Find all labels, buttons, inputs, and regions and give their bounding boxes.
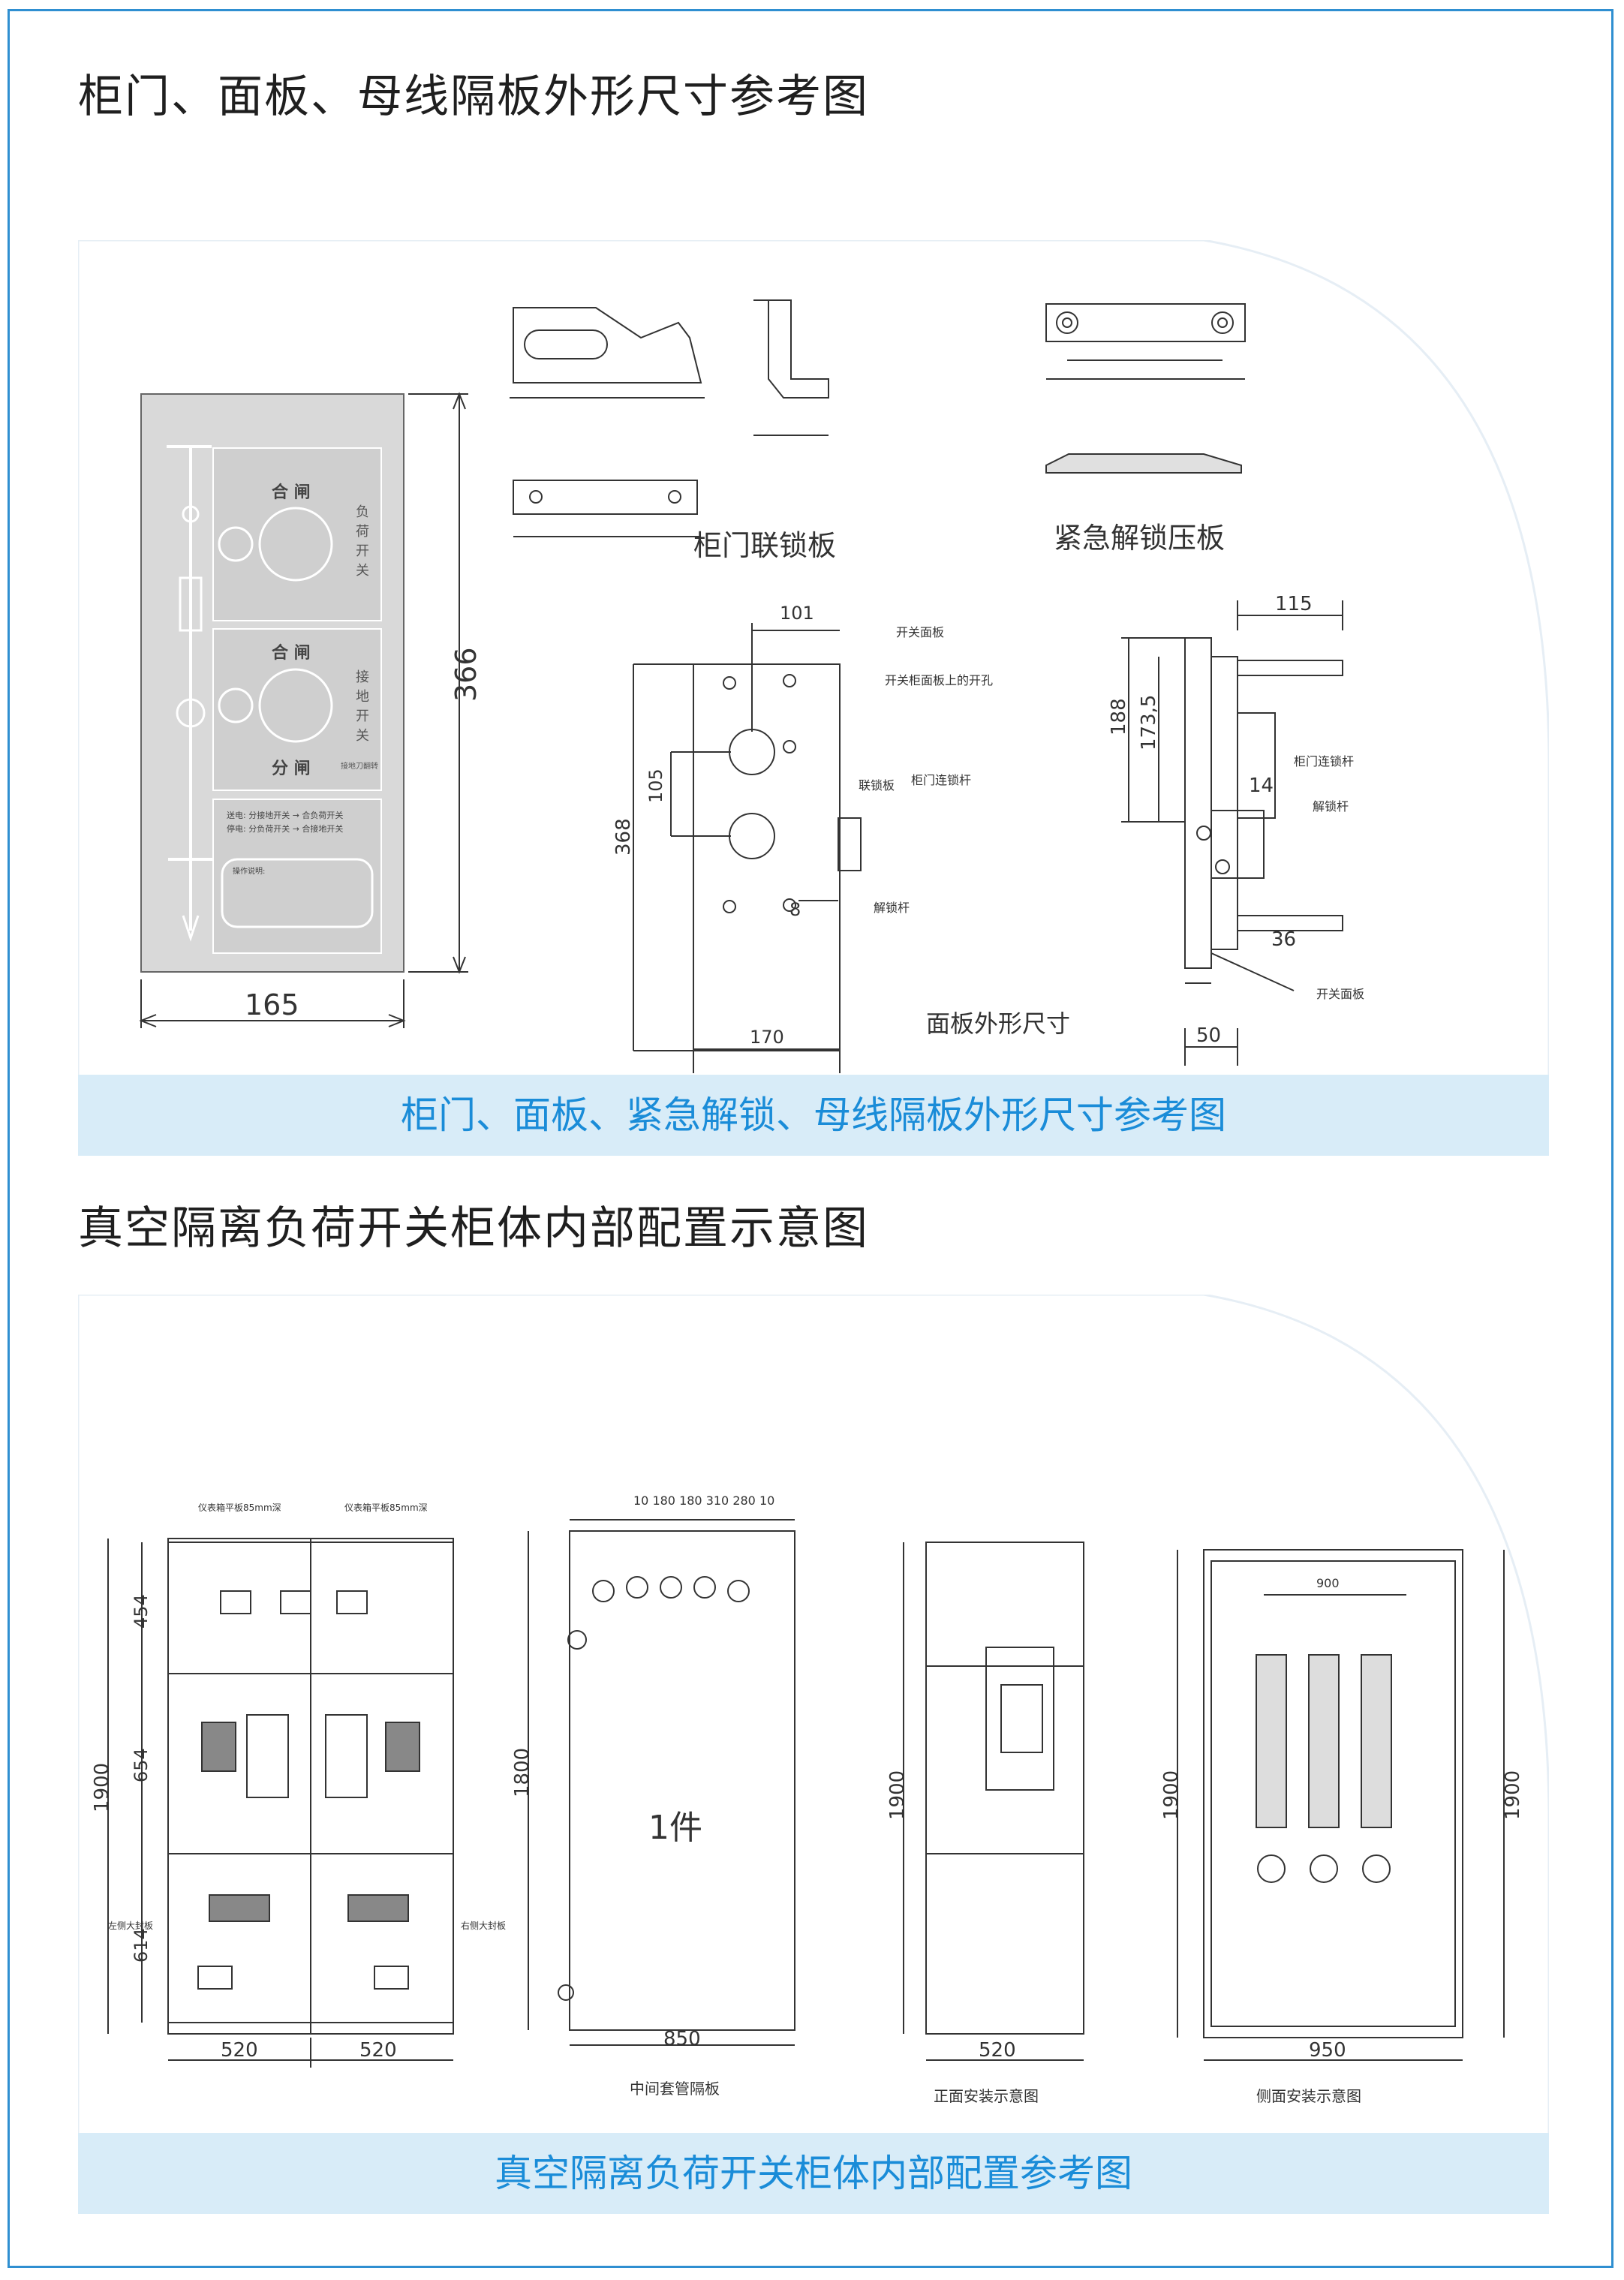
dim-14: 14 [1249,775,1274,797]
middle-plate-label: 中间套管隔板 [630,2080,720,2098]
interlock-plate-label: 柜门联锁板 [693,529,836,562]
door-note-small: 接地刀翻转 [341,763,378,771]
side-install-label: 侧面安装示意图 [1256,2087,1361,2105]
page-frame [8,9,1613,2268]
dim-36: 36 [1271,928,1296,951]
front-install-drawing [903,1542,1084,2061]
dim-8: 8 [789,899,801,920]
side-install-drawing [1177,1549,1505,2061]
panel-outline-label: 面板外形尺寸 [926,1009,1070,1038]
dim-50: 50 [1196,1024,1221,1047]
callout-side-door-rod: 柜门连锁杆 [1294,754,1354,769]
mp-dim-1800: 1800 [511,1748,534,1797]
door-close-label-2: 合 闸 [272,644,311,663]
callout-panel-hole: 开关柜面板上的开孔 [885,673,993,687]
legend-line-1: 送电: 分接地开关 → 合负荷开关 [227,811,344,820]
section2-card: 1900 454 654 614 520 520 仪表箱平板85mm深 仪表箱平… [78,1295,1549,2214]
callout-release-rod: 解锁杆 [874,901,910,915]
section2-caption: 真空隔离负荷开关柜体内部配置参考图 [78,2133,1549,2214]
fv-top-label-1: 仪表箱平板85mm深 [198,1502,281,1513]
fi-dim-1900: 1900 [886,1770,909,1820]
door-height-dim: 366 [450,647,483,702]
callout-switch-panel: 开关面板 [896,625,944,639]
si-dim-1900-left: 1900 [1160,1770,1183,1820]
ground-switch-vertical: 接地开关 [356,669,369,744]
fv-dim-520-b: 520 [359,2039,397,2062]
door-width-dim: 165 [245,988,299,1021]
fv-dim-654: 654 [131,1748,152,1782]
si-dim-950: 950 [1309,2039,1346,2062]
callout-side-release: 解锁杆 [1313,799,1349,814]
si-dim-1900-right: 1900 [1502,1770,1524,1820]
interlock-plate-drawing [510,299,829,537]
door-close-label: 合 闸 [272,483,311,502]
door-panel [139,392,468,1028]
door-open-label: 分 闸 [272,759,311,778]
section2-title: 真空隔离负荷开关柜体内部配置示意图 [78,1202,869,1255]
fv-dim-454: 454 [131,1594,152,1629]
legend-line-2: 停电: 分负荷开关 → 合接地开关 [227,824,344,834]
dim-115: 115 [1275,593,1313,615]
load-switch-vertical: 负荷开关 [356,504,369,579]
fv-side-label-left: 左侧大封板 [108,1920,153,1931]
callout-door-rod: 柜门连锁杆 [911,773,971,787]
mp-dim-850: 850 [663,2028,701,2050]
fv-dim-614: 614 [131,1928,152,1963]
section1-drawings: 366 165 柜门联锁板 紧急解锁压板 面板外形尺寸 101 105 368 … [139,299,1364,1073]
callout-side-panel: 开关面板 [1316,987,1364,1001]
section1-title: 柜门、面板、母线隔板外形尺寸参考图 [78,71,869,123]
dim-105: 105 [645,769,666,803]
side-view-drawing [1121,600,1343,1066]
fv-side-label-right: 右侧大封板 [461,1920,506,1931]
emergency-plate-drawing [1045,303,1246,474]
dim-188: 188 [1108,698,1130,735]
si-dim-900: 900 [1316,1576,1340,1590]
section2-card-outline [78,1295,1549,2214]
fv-dim-1900: 1900 [91,1763,113,1812]
front-view-drawing [107,1538,454,2068]
panel-outline-drawing [633,623,862,1073]
fi-dim-520: 520 [979,2039,1016,2062]
mp-top-dims: 10 180 180 310 280 10 [633,1493,774,1508]
dim-170: 170 [750,1027,784,1048]
warning-title: 操作说明: [233,868,266,876]
middle-plate-drawing [528,1519,795,2046]
dim-368: 368 [612,818,635,856]
section2-drawings: 1900 454 654 614 520 520 仪表箱平板85mm深 仪表箱平… [91,1493,1524,2068]
dim-173: 173,5 [1138,695,1160,750]
front-install-label: 正面安装示意图 [934,2087,1039,2105]
emergency-plate-label: 紧急解锁压板 [1054,522,1225,555]
section1-card: 366 165 柜门联锁板 紧急解锁压板 面板外形尺寸 101 105 368 … [78,240,1549,1156]
fv-dim-520-a: 520 [221,2039,258,2062]
fv-top-label-2: 仪表箱平板85mm深 [344,1502,428,1513]
dim-101: 101 [780,603,814,624]
section1-caption: 柜门、面板、紧急解锁、母线隔板外形尺寸参考图 [78,1075,1549,1156]
middle-plate-part: 1件 [648,1809,702,1847]
callout-interlock: 联锁板 [859,778,895,793]
